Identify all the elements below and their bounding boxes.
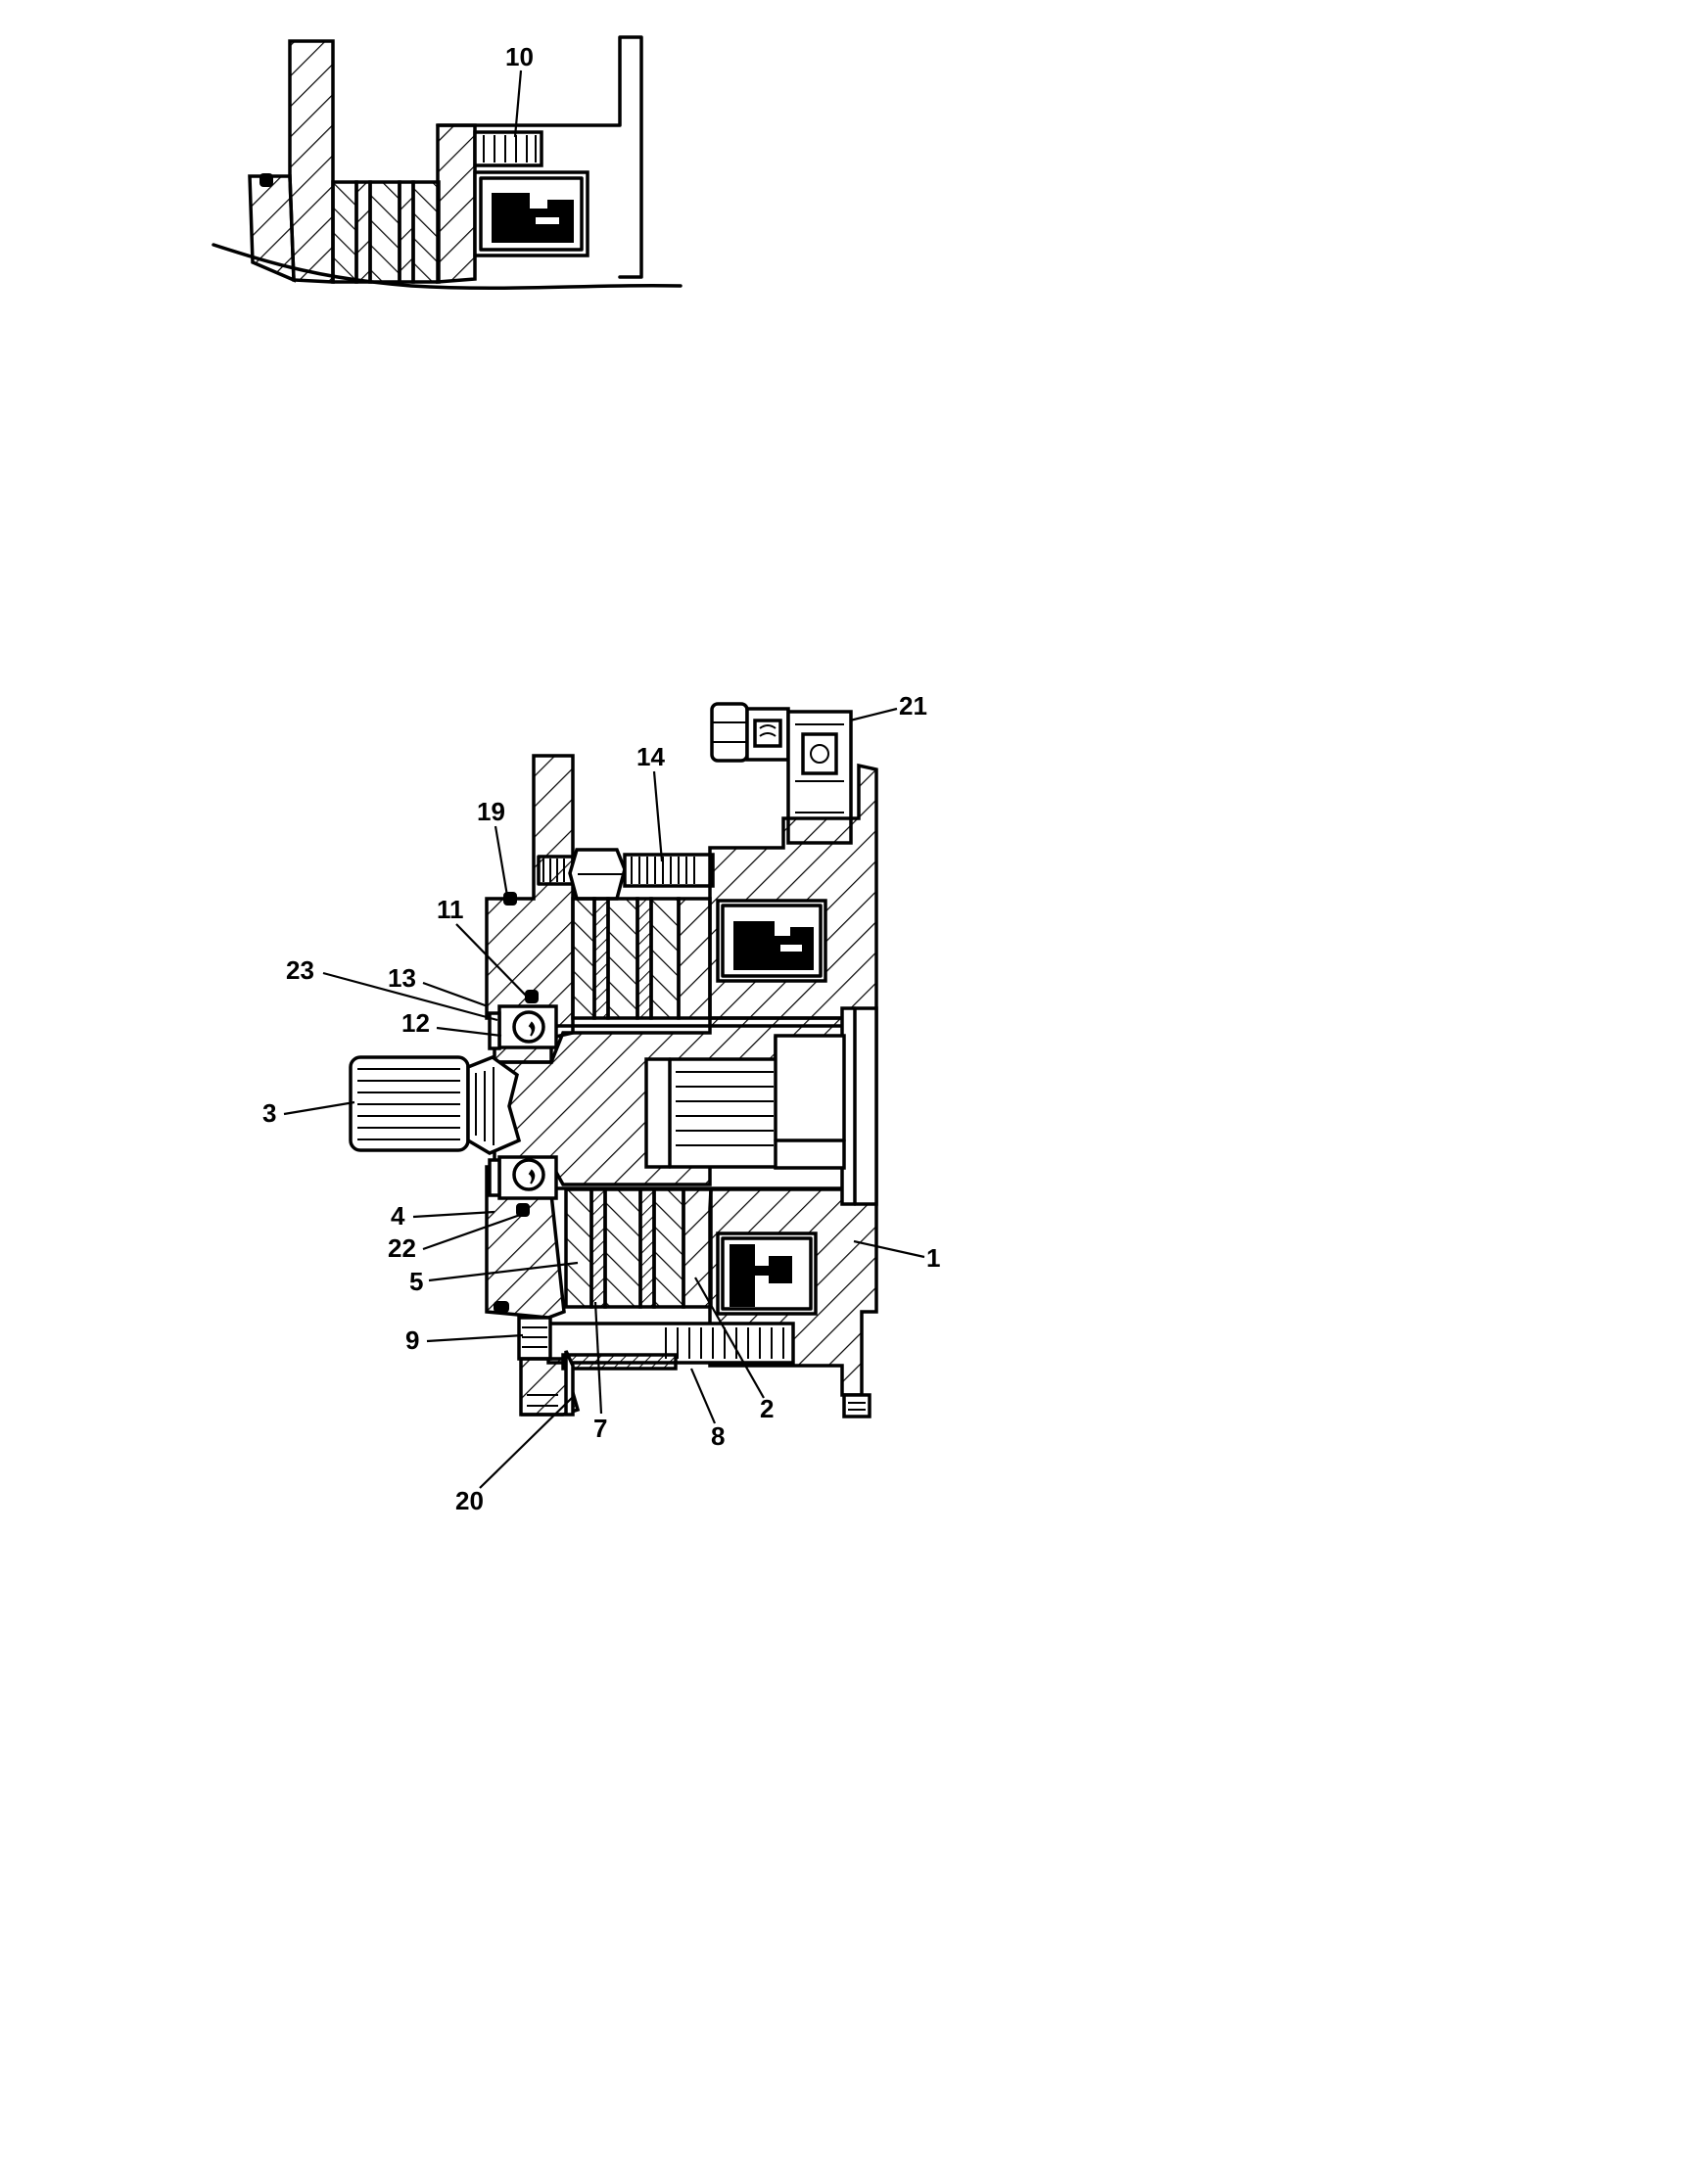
label-19: 19 — [477, 797, 505, 826]
main-view — [349, 702, 878, 1418]
detail-view — [212, 35, 683, 291]
spline-coupling-3 — [349, 1055, 522, 1155]
label-23: 23 — [286, 955, 314, 985]
exploded-brake-cross-section: 10 — [212, 35, 940, 1515]
label-1: 1 — [926, 1243, 940, 1273]
label-3: 3 — [262, 1098, 276, 1128]
label-13: 13 — [388, 963, 416, 993]
label-20: 20 — [455, 1486, 484, 1515]
label-2: 2 — [760, 1394, 774, 1423]
label-21: 21 — [899, 691, 927, 720]
label-7: 7 — [593, 1414, 607, 1443]
label-5: 5 — [409, 1267, 423, 1296]
label-12: 12 — [401, 1008, 430, 1038]
label-22: 22 — [388, 1233, 416, 1263]
label-4: 4 — [391, 1201, 405, 1231]
label-10: 10 — [505, 42, 534, 71]
label-11: 11 — [437, 895, 464, 924]
label-14: 14 — [636, 742, 665, 771]
label-8: 8 — [711, 1421, 725, 1451]
label-9: 9 — [405, 1325, 419, 1355]
